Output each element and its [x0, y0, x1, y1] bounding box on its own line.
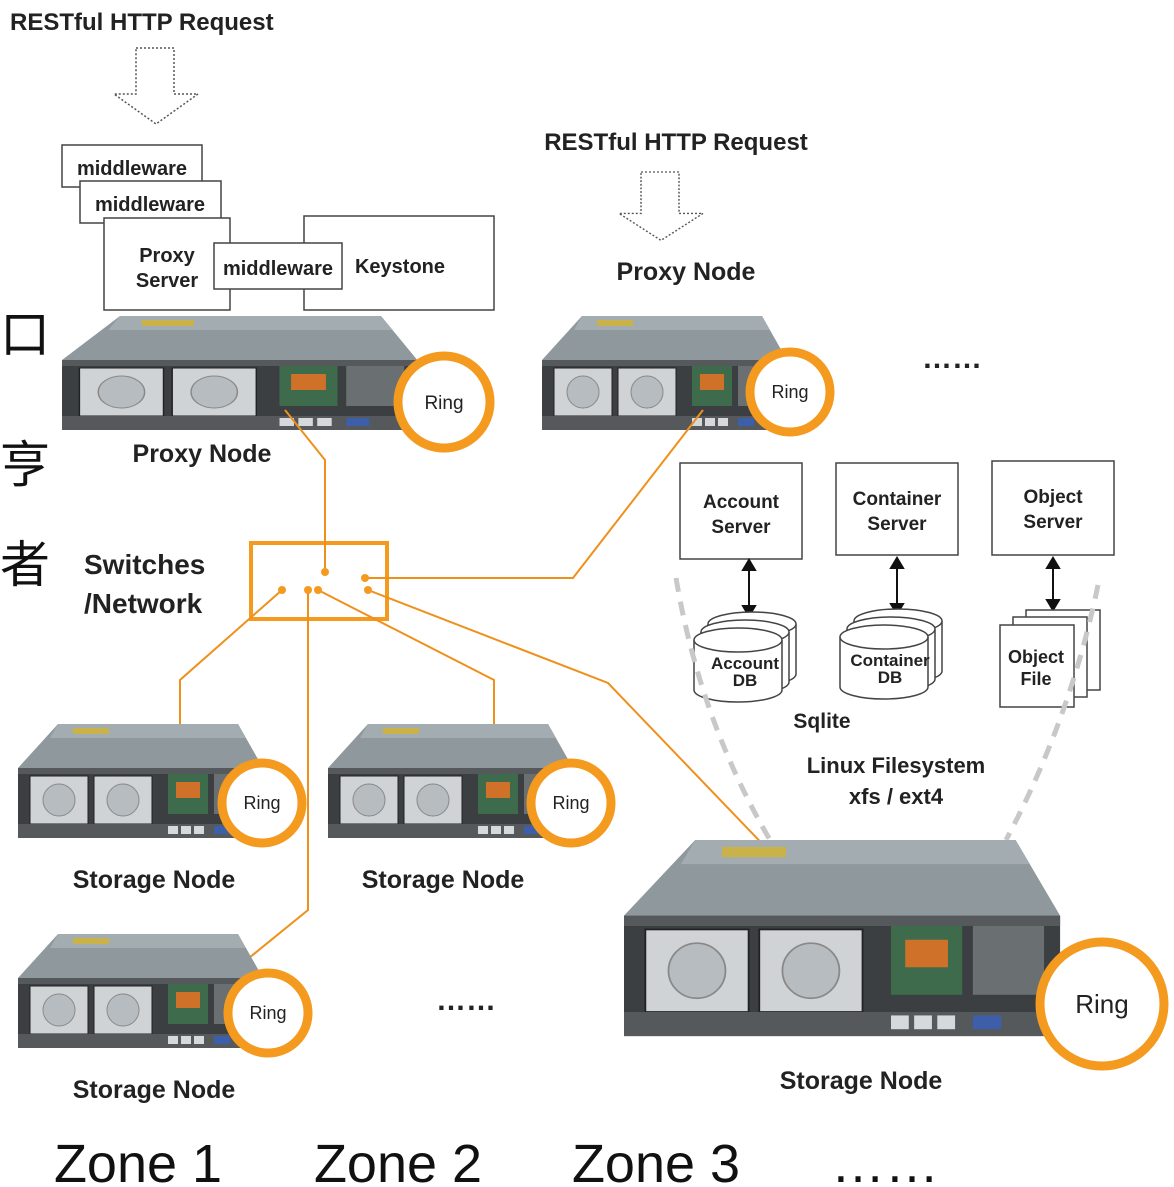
svg-text:Server: Server [867, 514, 927, 535]
svg-text:Server: Server [1023, 512, 1083, 533]
container-server-box: Container Server [835, 462, 959, 556]
zone-label-2: Zone 2 [314, 1134, 482, 1187]
linux-filesystem-label: Linux Filesystem [807, 753, 986, 778]
svg-text:middleware: middleware [95, 194, 205, 216]
svg-text:Ring: Ring [552, 793, 589, 813]
restful-request-label-top: RESTful HTTP Request [10, 9, 274, 36]
svg-text:Container: Container [853, 489, 942, 510]
svg-text:Account: Account [703, 492, 780, 513]
ellipsis-top: …… [922, 342, 982, 375]
switches-label-line1: Switches [84, 549, 205, 580]
storage-node-label-1: Storage Node [73, 866, 236, 894]
svg-text:Object: Object [1023, 487, 1083, 508]
svg-text:Keystone: Keystone [355, 256, 445, 278]
restful-request-label-right: RESTful HTTP Request [544, 129, 808, 156]
svg-text:Ring: Ring [243, 793, 280, 813]
ring-storage-zone2: Ring [526, 758, 616, 848]
proxy-server-box: Proxy Server [103, 217, 231, 311]
svg-text:Server: Server [711, 517, 771, 538]
switches-label-line2: /Network [84, 588, 203, 619]
cjk-fragment-3: 者 [0, 536, 50, 594]
zone-label-3: Zone 3 [572, 1134, 740, 1187]
proxy-server-hardware-left [61, 315, 418, 431]
ring-storage-detail: Ring [1035, 937, 1169, 1071]
cjk-fragment-2: 亨 [0, 436, 50, 494]
zone-label-more: …… [831, 1134, 939, 1187]
object-file-label-1: Object [1008, 647, 1064, 667]
zone-label-1: Zone 1 [54, 1134, 222, 1187]
middleware-box-2: middleware [79, 180, 222, 224]
svg-text:Ring: Ring [424, 393, 463, 414]
svg-text:middleware: middleware [223, 258, 333, 280]
ring-storage-zone1-a: Ring [217, 758, 307, 848]
ring-storage-zone1-b: Ring [223, 968, 313, 1058]
svg-text:Proxy: Proxy [139, 245, 195, 267]
ellipsis-mid: …… [436, 984, 496, 1017]
storage-node-label-3: Storage Node [73, 1076, 236, 1104]
proxy-node-label-left: Proxy Node [133, 440, 272, 468]
storage-server-zone1-b [17, 933, 264, 1049]
svg-text:Ring: Ring [249, 1003, 286, 1023]
account-db-label-1: Account [711, 654, 779, 673]
ring-proxy-left: Ring [393, 351, 495, 453]
storage-node-label-2: Storage Node [362, 866, 525, 894]
account-server-box: Account Server [679, 462, 803, 560]
container-db-label-1: Container [850, 651, 930, 670]
middleware-box-3: middleware [213, 242, 343, 290]
switch-box [249, 541, 389, 621]
ring-proxy-right: Ring [745, 347, 835, 437]
storage-node-label-detail: Storage Node [780, 1067, 943, 1095]
zoom-callout-lines [673, 577, 1101, 842]
filesystem-type-label: xfs / ext4 [849, 784, 944, 809]
request-arrow-top [113, 47, 199, 125]
svg-text:middleware: middleware [77, 158, 187, 180]
cjk-fragment-1: 口 [0, 306, 50, 364]
svg-text:Ring: Ring [1075, 989, 1128, 1019]
object-file-label-2: File [1020, 669, 1051, 689]
svg-text:Ring: Ring [771, 382, 808, 402]
storage-server-detail [623, 839, 1061, 1037]
container-db-label-2: DB [878, 668, 903, 687]
object-file-stack [999, 609, 1101, 708]
request-arrow-right [618, 171, 704, 242]
svg-text:Server: Server [136, 270, 198, 292]
object-server-box: Object Server [991, 460, 1115, 556]
middleware-box-1: middleware [61, 144, 203, 188]
account-db-label-2: DB [733, 671, 758, 690]
sqlite-label: Sqlite [793, 710, 850, 733]
proxy-node-label-right: Proxy Node [617, 258, 756, 286]
double-arrows [741, 556, 1061, 618]
switch-ports [278, 568, 372, 594]
